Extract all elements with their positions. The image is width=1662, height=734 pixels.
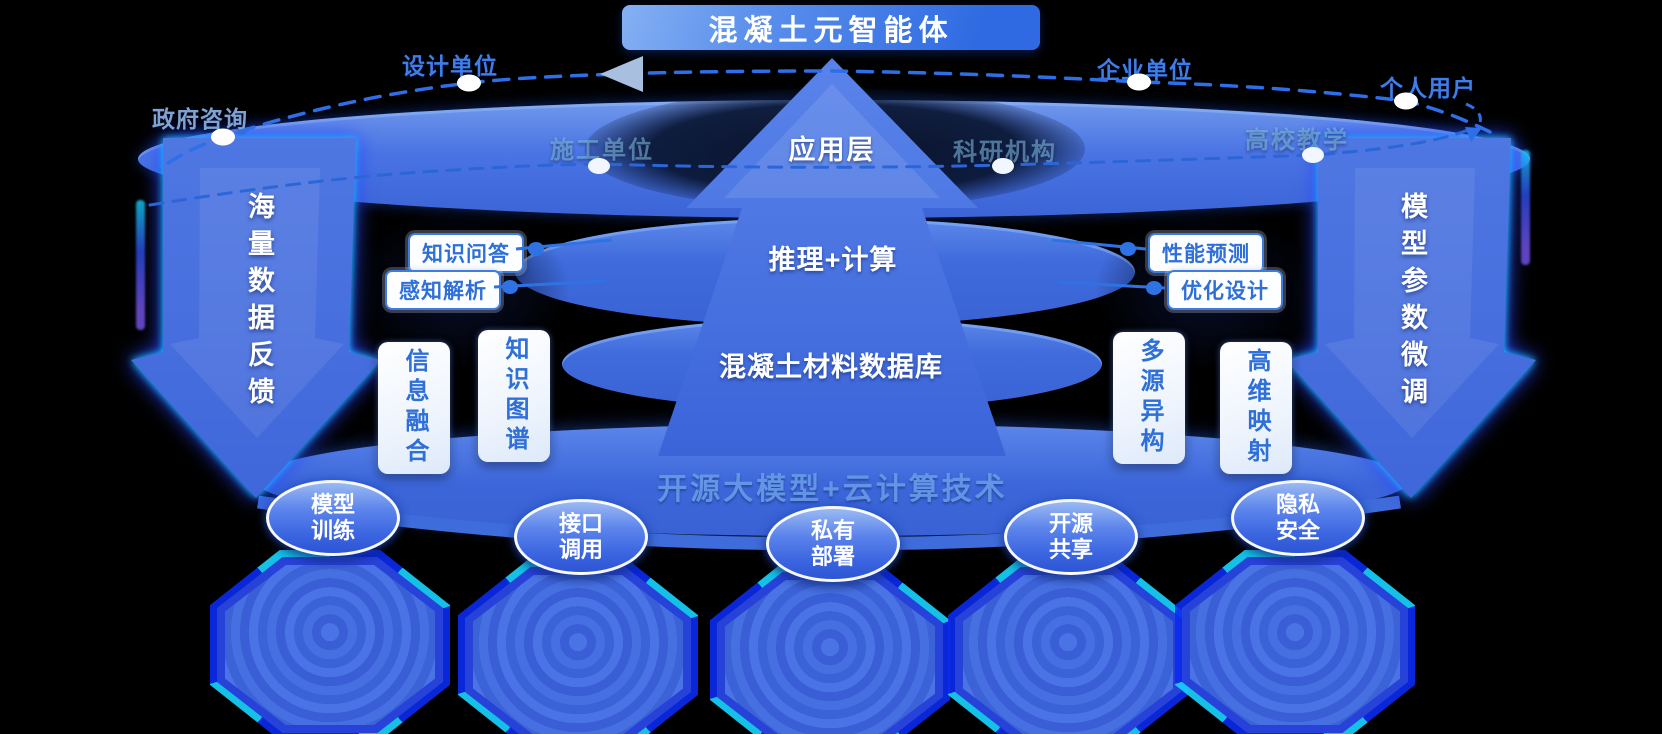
user-label-design: 设计单位: [402, 53, 498, 79]
glow-ring-inner: [225, 565, 435, 725]
finetune-arrow-right: [1286, 138, 1536, 498]
connector-dot-knowledge-qa: [528, 242, 544, 256]
platform-node-label: 接口调用: [558, 511, 603, 562]
base-platform-label: 开源大模型+云计算技术: [657, 473, 1008, 506]
glow-decoration: [458, 560, 698, 734]
ring-dot-design: [457, 74, 481, 92]
capability-tag-knowledge-qa: 知识问答: [408, 233, 524, 273]
ring-hook-arrowhead: [1465, 127, 1482, 142]
funnel-layer-app-label: 应用层: [788, 135, 876, 165]
ring-dot-enterprise: [1127, 73, 1151, 91]
glow-decoration: [948, 560, 1188, 734]
glow-decoration: [210, 550, 450, 734]
funnel-arrow: [658, 58, 1006, 456]
platform-node-model-training: 模型训练: [266, 480, 400, 556]
funnel-arrow-highlight: [724, 84, 940, 198]
glow-ring-inner: [963, 575, 1173, 734]
user-ring-dashed-inner: [148, 128, 1470, 207]
connector-dot-performance: [1120, 242, 1136, 256]
platform-node-label: 隐私安全: [1275, 492, 1320, 543]
ring-dot-university: [1302, 147, 1324, 163]
glow-ring-inner: [1190, 565, 1400, 725]
dashed-arrowhead: [600, 56, 643, 92]
capability-tag-optimization: 优化设计: [1167, 270, 1283, 310]
finetune-arrow-right-inner: [1325, 168, 1499, 438]
glow-decoration: [1175, 550, 1415, 734]
feedback-arrow-left: [131, 138, 381, 498]
glow-ring-inner: [725, 580, 935, 734]
platform-node-label: 私有部署: [810, 518, 855, 569]
glow-decoration: [710, 565, 950, 734]
user-label-government: 政府咨询: [152, 106, 248, 132]
connector-dot-perception: [502, 280, 518, 294]
platform-node-open-share: 开源共享: [1004, 499, 1138, 575]
funnel-layer-database-label: 混凝土材料数据库: [719, 352, 943, 382]
platform-node-label: 开源共享: [1048, 511, 1093, 562]
banner-title: 混凝土元智能体: [622, 5, 1040, 50]
data-card-multi-source: 多源异构: [1113, 332, 1185, 464]
ring-dot-research: [992, 158, 1014, 174]
platform-node-api-call: 接口调用: [514, 499, 648, 575]
feedback-arrow-left-label: 海量数据反馈: [244, 192, 274, 414]
band-label-university: 高校教学: [1245, 127, 1349, 154]
data-card-information-fusion: 信息融合: [378, 342, 450, 474]
ring-dot-government: [211, 128, 235, 146]
glow-ring-inner: [473, 575, 683, 734]
platform-node-privacy-security: 隐私安全: [1231, 480, 1365, 556]
data-card-knowledge-graph: 知识图谱: [478, 330, 550, 462]
chromatic-fringe-left: [136, 200, 145, 330]
connector-dot-optimization: [1146, 281, 1162, 295]
chromatic-fringe-right: [1521, 150, 1530, 265]
platform-node-label: 模型训练: [310, 492, 355, 543]
data-card-high-dimensional: 高维映射: [1220, 342, 1292, 474]
finetune-arrow-right-label: 模型参数微调: [1397, 192, 1427, 414]
ring-dot-personal: [1394, 92, 1418, 110]
feedback-arrow-left-inner: [170, 168, 344, 438]
capability-tag-perception: 感知解析: [385, 270, 501, 310]
funnel-layer-reasoning-label: 推理+计算: [768, 245, 898, 275]
user-ring-dashed-outer: [156, 69, 1492, 172]
ring-dot-construction: [588, 158, 610, 174]
platform-node-private-deploy: 私有部署: [766, 506, 900, 582]
